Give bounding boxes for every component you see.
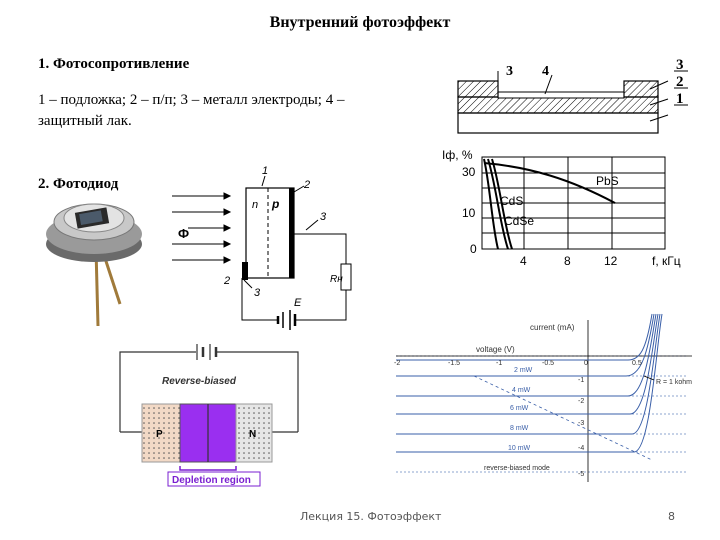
circuit-label-3-mid: 3 bbox=[320, 211, 327, 223]
photocurrent-frequency-chart: Iф, % 30 10 0 4 8 12 f, кГц PbS CdS CdSe bbox=[442, 148, 681, 268]
photodiode-component-image bbox=[46, 203, 142, 327]
label-3: 3 bbox=[506, 64, 513, 79]
curve-label-10mw: 10 mW bbox=[508, 445, 531, 452]
slide-title: Внутренний фотоэффект bbox=[269, 14, 451, 31]
curve-label-4mw: 4 mW bbox=[512, 387, 531, 394]
substrate-layer bbox=[457, 112, 659, 134]
light-flux-icon: Ф bbox=[178, 226, 189, 241]
load-line-label: R = 1 kohm bbox=[656, 379, 692, 386]
iv-current-label: current (mA) bbox=[530, 323, 575, 332]
photodiode-heading: 2. Фотодиод bbox=[38, 176, 119, 192]
x-tick-8: 8 bbox=[564, 254, 571, 268]
reverse-biased-mode-label: reverse-biased mode bbox=[484, 465, 550, 472]
iv-y-tick-neg5: -5 bbox=[578, 471, 584, 478]
circuit-label-1: 1 bbox=[262, 165, 268, 177]
right-electrode bbox=[623, 80, 659, 98]
photodiode-circuit: 1 2 n p 3 2 3 Rн E Ф bbox=[172, 165, 352, 330]
iv-x-tick-neg0-5: -0.5 bbox=[542, 360, 554, 367]
p-label: P bbox=[156, 429, 163, 440]
page-number: 8 bbox=[668, 510, 675, 523]
circuit-label-n: n bbox=[252, 199, 258, 211]
n-label: N bbox=[249, 429, 256, 440]
iv-y-tick-neg1: -1 bbox=[578, 377, 584, 384]
label-2-right: 2 bbox=[676, 74, 684, 90]
reverse-biased-label: Reverse-biased bbox=[162, 376, 237, 387]
photoresistor-description: 1 – подложка; 2 – п/п; 3 – металл электр… bbox=[38, 92, 345, 129]
curve-label-2mw: 2 mW bbox=[514, 367, 533, 374]
protective-lacquer bbox=[497, 91, 625, 99]
iv-characteristic-chart: current (mA) voltage (V) -2 -1.5 -1 -0.5… bbox=[394, 313, 692, 482]
circuit-label-3-bottom: 3 bbox=[254, 287, 261, 299]
iv-y-tick-neg2: -2 bbox=[578, 398, 584, 405]
curve-cds bbox=[483, 158, 499, 250]
curve-cdse bbox=[487, 158, 509, 250]
iv-x-tick-0: 0 bbox=[584, 360, 588, 367]
curve-label-6mw: 6 mW bbox=[510, 405, 529, 412]
label-cdse: CdSe bbox=[504, 214, 534, 228]
label-cds: CdS bbox=[500, 194, 523, 208]
iv-x-tick-neg1-5: -1.5 bbox=[448, 360, 460, 367]
label-4: 4 bbox=[542, 64, 549, 79]
curve-label-8mw: 8 mW bbox=[510, 425, 529, 432]
label-1-right: 1 bbox=[676, 91, 684, 107]
circuit-label-e: E bbox=[294, 297, 302, 309]
x-tick-12: 12 bbox=[604, 254, 618, 268]
circuit-label-rn: Rн bbox=[330, 274, 343, 285]
iv-voltage-label: voltage (V) bbox=[476, 345, 515, 354]
label-3-right: 3 bbox=[676, 57, 684, 73]
label-pbs: PbS bbox=[596, 174, 619, 188]
iv-x-tick-0-5: 0.5 bbox=[632, 360, 642, 367]
slide-footer: Лекция 15. Фотоэффект bbox=[300, 510, 442, 523]
iv-y-tick-neg3: -3 bbox=[578, 420, 584, 427]
photoresistor-heading: 1. Фотосопротивление bbox=[38, 56, 190, 72]
y-axis-label: Iф, % bbox=[442, 148, 473, 162]
circuit-label-p: p bbox=[271, 197, 279, 211]
circuit-label-2-top: 2 bbox=[303, 179, 310, 191]
x-axis-label: f, кГц bbox=[652, 254, 681, 268]
pn-junction-diagram: Reverse-biased P N Depletion region bbox=[119, 344, 299, 487]
x-tick-4: 4 bbox=[520, 254, 527, 268]
curve-pbs bbox=[483, 162, 616, 204]
semiconductor-layer bbox=[457, 96, 659, 114]
y-tick-10: 10 bbox=[462, 206, 476, 220]
iv-x-tick-neg2: -2 bbox=[394, 360, 400, 367]
circuit-label-2-bottom: 2 bbox=[223, 275, 230, 287]
iv-x-tick-neg1: -1 bbox=[496, 360, 502, 367]
depletion-region-label: Depletion region bbox=[172, 475, 251, 486]
photoresistor-diagram: 3 4 3 2 1 bbox=[457, 57, 688, 134]
left-electrode bbox=[457, 80, 499, 98]
iv-y-tick-neg4: -4 bbox=[578, 445, 584, 452]
y-tick-0: 0 bbox=[470, 242, 477, 256]
y-tick-30: 30 bbox=[462, 165, 476, 179]
